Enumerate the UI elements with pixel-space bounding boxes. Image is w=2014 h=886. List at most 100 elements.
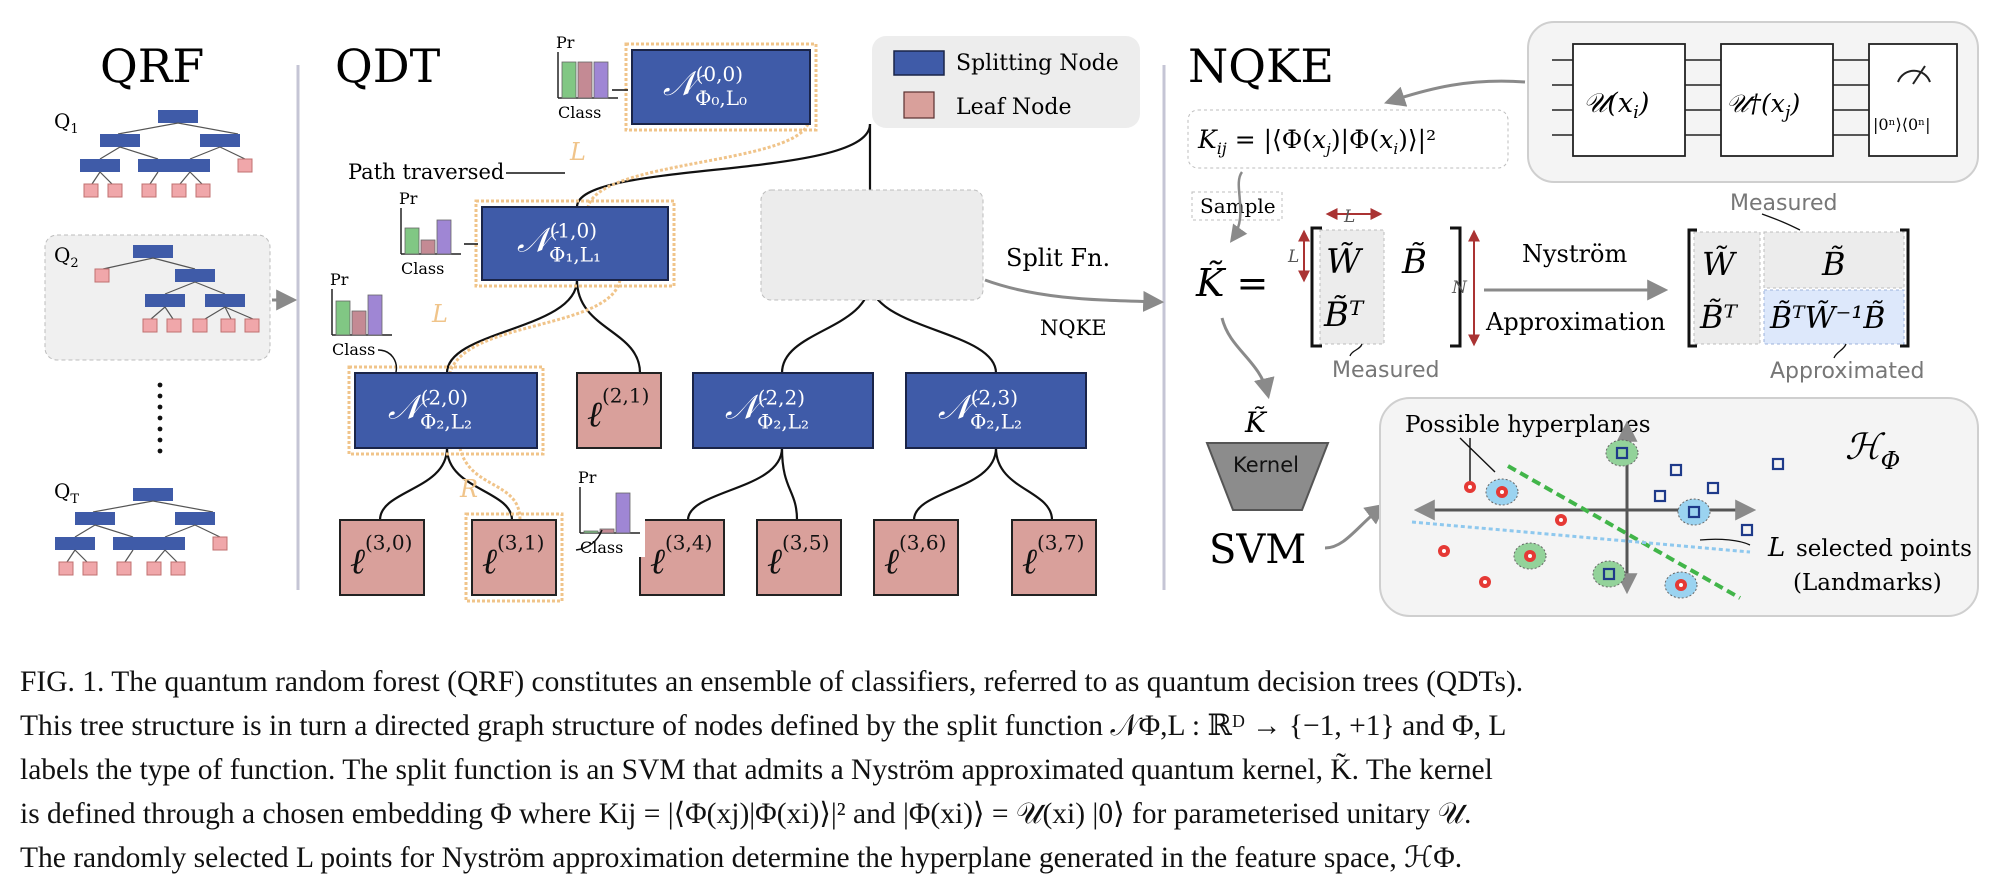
approximated-matrix: Measured W̃ B̃ B̃ᵀ B̃ᵀW̃⁻¹B̃ Approximate… — [1687, 191, 1925, 384]
mini-tree-q1 — [80, 110, 253, 198]
nystrom-label: Nyström — [1522, 240, 1627, 268]
leaf-node-l35: ℓ(3,5) — [756, 519, 842, 596]
ellipsis-dots — [157, 382, 163, 454]
k-tilde-eq: K̃ = — [1195, 261, 1268, 305]
legend: Splitting Node Leaf Node — [872, 36, 1140, 128]
caption-line-2: This tree structure is in turn a directe… — [20, 710, 1507, 742]
svg-text:𝒩(2,0)Φ₂,L₂: 𝒩(2,0)Φ₂,L₂ — [388, 386, 472, 434]
quantum-circuit: 𝒰(xi) 𝒰†(xj) |0ⁿ⟩⟨0ⁿ| — [1527, 21, 1979, 183]
kernel-matrix: W̃ B̃ B̃ᵀ L L N Measured — [1287, 207, 1480, 383]
feature-space-label: ℋΦ — [1845, 427, 1900, 475]
approximation-label: Approximation — [1485, 308, 1665, 336]
sample-label: Sample — [1200, 194, 1276, 218]
legend-leaf-label: Leaf Node — [956, 95, 1071, 120]
splitting-node-n00: 𝒩(0,0)Φ₀,L₀ — [624, 42, 818, 132]
svg-text:K̃: K̃ — [1244, 406, 1268, 439]
blue-point — [1740, 523, 1754, 537]
splitting-node-n23: 𝒩(2,3)Φ₂,L₂ — [905, 372, 1087, 449]
circuit-u-label: 𝒰(xi) — [1583, 88, 1649, 123]
kernel-equation: Kij = |⟨Φ(xj)|Φ(xi)⟩|² — [1197, 125, 1436, 158]
svg-text:Class: Class — [580, 538, 623, 557]
mini-tree-q2 — [94, 245, 260, 333]
svg-text:𝒩(0,0)Φ₀,L₀: 𝒩(0,0)Φ₀,L₀ — [663, 62, 747, 110]
circuit-measure-label: |0ⁿ⟩⟨0ⁿ| — [1873, 115, 1930, 134]
svg-text:B̃ᵀ: B̃ᵀ — [1323, 295, 1365, 335]
leaf-node-l30: ℓ(3,0) — [339, 519, 425, 596]
svg-text:Class: Class — [401, 259, 444, 278]
svg-text:W̃: W̃ — [1702, 245, 1738, 283]
possible-hyperplanes-label: Possible hyperplanes — [1405, 412, 1651, 438]
circuit-to-kernel-arrow — [1384, 79, 1526, 107]
svg-text:B̃ᵀW̃⁻¹B̃: B̃ᵀW̃⁻¹B̃ — [1769, 301, 1885, 336]
landmark-point — [1677, 498, 1711, 526]
svg-text:𝒩(1,0)Φ₁,L₁: 𝒩(1,0)Φ₁,L₁ — [517, 219, 601, 267]
svg-text:𝒩(2,3)Φ₂,L₂: 𝒩(2,3)Φ₂,L₂ — [938, 386, 1022, 434]
splitting-node-n22: 𝒩(2,2)Φ₂,L₂ — [692, 372, 874, 449]
mini-tree-qt — [55, 488, 228, 576]
leaf-node-l37: ℓ(3,7) — [1011, 519, 1097, 596]
legend-leaf-swatch — [903, 91, 935, 119]
feature-space-panel: Possible hyperplanes ℋΦ L selected point… — [1379, 397, 1979, 617]
svg-text:B̃: B̃ — [1401, 242, 1427, 282]
kernel-eq-box — [1187, 109, 1509, 169]
selected-points-label: selected points — [1796, 536, 1972, 562]
blue-point — [1653, 489, 1667, 503]
measured-label-1: Measured — [1332, 358, 1439, 383]
split-fn-label: Split Fn. — [1006, 244, 1110, 272]
path-traversed-highlight — [448, 123, 810, 521]
approximated-label: Approximated — [1770, 359, 1925, 384]
blue-point — [1615, 446, 1629, 460]
svg-text:N: N — [1451, 278, 1468, 298]
caption-line-3: labels the type of function. The split f… — [20, 754, 1493, 786]
caption-line-1: FIG. 1. The quantum random forest (QRF) … — [20, 666, 1524, 698]
leaf-node-l21: ℓ(2,1) — [576, 372, 662, 449]
svg-text:Class: Class — [558, 103, 601, 122]
qrf-tree-label: QT — [54, 479, 79, 507]
tree-edges — [378, 123, 1054, 521]
svg-text:L: L — [1287, 247, 1299, 267]
svg-text:Pr: Pr — [330, 270, 349, 289]
path-traversed-label: Path traversed — [348, 160, 504, 184]
svg-text:Class: Class — [332, 340, 375, 359]
legend-splitting-swatch — [893, 50, 945, 76]
svg-text:L: L — [1343, 207, 1355, 227]
nqke-arrow-label: NQKE — [1040, 316, 1107, 340]
edge-label-l2: L — [431, 300, 448, 328]
circuit-u-dagger-label: 𝒰†(xj) — [1726, 89, 1800, 123]
svm-to-space-arrow — [1324, 503, 1387, 550]
kernel-funnel: K̃ Kernel — [1205, 406, 1330, 511]
figure-caption: FIG. 1. The quantum random forest (QRF) … — [20, 660, 2000, 880]
caption-line-4: is defined through a chosen embedding Φ … — [20, 798, 1472, 830]
qrf-tree-label: Q1 — [54, 109, 79, 137]
blue-point — [1669, 463, 1683, 477]
svg-text:Kernel: Kernel — [1233, 453, 1299, 477]
svg-text:𝒩(2,2)Φ₂,L₂: 𝒩(2,2)Φ₂,L₂ — [725, 386, 809, 434]
leaf-node-l31: ℓ(3,1) — [464, 512, 564, 603]
measure-icon — [1897, 69, 1931, 83]
blue-point — [1602, 567, 1616, 581]
leaf-nodes: ℓ(2,1) ℓ(3,0) ℓ(3,1) ℓ(3,4) ℓ(3,5) ℓ(3,6) ℓ(3,… — [339, 372, 1097, 603]
landmarks-label: (Landmarks) — [1793, 570, 1942, 596]
qrf-diagram: QRF Q1 Q2 QT QDT Splitting Node Leaf Nod… — [44, 21, 1979, 617]
qrf-title: QRF — [100, 39, 204, 93]
k-to-svm-arrow — [1220, 317, 1275, 400]
leaf-node-l36: ℓ(3,6) — [873, 519, 959, 596]
splitting-node-n20: 𝒩(2,0)Φ₂,L₂ — [347, 365, 545, 456]
leaf-node-l34: ℓ(3,4) — [639, 519, 725, 596]
svg-text:Pr: Pr — [399, 189, 418, 208]
svg-text:Pr: Pr — [556, 33, 575, 52]
splitting-node-n10: 𝒩(1,0)Φ₁,L₁ — [474, 199, 676, 288]
landmarks-l: L — [1767, 533, 1785, 563]
blue-point — [1706, 481, 1720, 495]
caption-line-5: The randomly selected L points for Nystr… — [20, 842, 1463, 874]
selected-node-box — [760, 189, 984, 301]
svg-text:W̃: W̃ — [1326, 242, 1364, 282]
hyperplane-blue — [1411, 520, 1751, 554]
landmark-point — [1592, 560, 1626, 588]
svm-label: SVM — [1209, 527, 1306, 573]
